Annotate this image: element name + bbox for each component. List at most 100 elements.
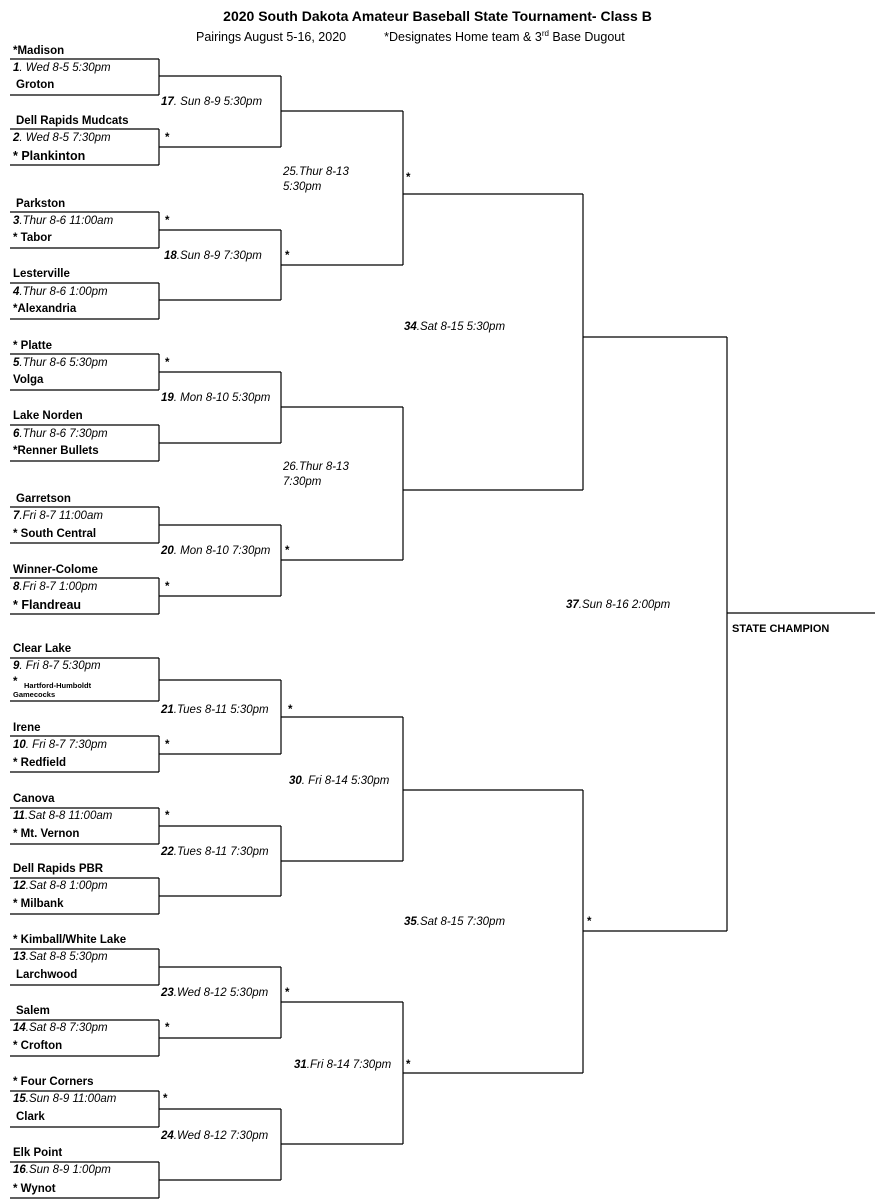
game-22-schedule: 22.Tues 8-11 7:30pm: [161, 846, 269, 858]
home-marker: *: [165, 215, 170, 227]
tournament-subtitle: Pairings August 5-16, 2020 *Designates Ho…: [196, 29, 625, 44]
game-25-time: 5:30pm: [283, 181, 322, 193]
team-slot: *Madison: [13, 45, 65, 57]
team-slot: * Platte: [13, 340, 52, 352]
team-slot: Dell Rapids Mudcats: [16, 115, 129, 127]
home-marker: *: [288, 704, 293, 716]
game-3-schedule: 3.Thur 8-6 11:00am: [13, 215, 114, 227]
home-marker: *: [163, 1093, 168, 1105]
game-6-schedule: 6.Thur 8-6 7:30pm: [13, 428, 108, 440]
home-team-note: *Designates Home team & 3rd Base Dugout: [384, 29, 625, 45]
game-2-schedule: 2. Wed 8-5 7:30pm: [13, 132, 111, 144]
game-30-lines: [281, 716, 404, 862]
game-17-schedule: 17. Sun 8-9 5:30pm: [161, 96, 263, 108]
team-slot: *Renner Bullets: [13, 445, 99, 457]
team-slot: Clark: [16, 1111, 45, 1123]
game-22-lines: [159, 825, 282, 897]
team-slot: Elk Point: [13, 1147, 63, 1159]
home-marker: *: [285, 545, 290, 557]
team-slot: * Kimball/White Lake: [13, 934, 127, 946]
home-marker: *: [165, 581, 170, 593]
team-slot: * Mt. Vernon: [13, 828, 80, 840]
home-marker: *: [285, 987, 290, 999]
game-30-schedule: 30. Fri 8-14 5:30pm: [289, 775, 390, 787]
game-34-schedule: 34.Sat 8-15 5:30pm: [404, 321, 506, 333]
game-17-lines: [159, 75, 282, 148]
team-slot: Larchwood: [16, 969, 78, 981]
team-slot: * Four Corners: [13, 1076, 94, 1088]
home-marker: *: [285, 250, 290, 262]
team-slot: Volga: [13, 374, 44, 386]
game-10-schedule: 10. Fri 8-7 7:30pm: [13, 739, 107, 751]
game-1-lines: [10, 58, 160, 96]
game-26-schedule: 26.Thur 8-13: [283, 461, 349, 473]
game-16-schedule: 16.Sun 8-9 1:00pm: [13, 1164, 111, 1176]
home-marker: *: [406, 172, 411, 184]
game-18-schedule: 18.Sun 8-9 7:30pm: [164, 250, 262, 262]
team-slot: Lesterville: [13, 268, 70, 280]
home-marker: *: [165, 132, 170, 144]
game-15-schedule: 15.Sun 8-9 11:00am: [13, 1093, 117, 1105]
home-marker: *: [165, 810, 170, 822]
pairings-dates: Pairings August 5-16, 2020: [196, 30, 347, 45]
game-14-schedule: 14.Sat 8-8 7:30pm: [13, 1022, 108, 1034]
game-37-lines: [583, 336, 728, 932]
team-slot: * Flandreau: [13, 598, 82, 612]
team-slot: *Alexandria: [13, 303, 77, 315]
home-marker: *: [165, 1022, 170, 1034]
game-26-time: 7:30pm: [283, 476, 322, 488]
game-20-lines: [159, 524, 282, 597]
game-23-schedule: 23.Wed 8-12 5:30pm: [161, 987, 269, 999]
team-slot: Lake Norden: [13, 410, 83, 422]
game-25-schedule: 25.Thur 8-13: [283, 166, 349, 178]
game-25-lines: [281, 110, 404, 266]
team-slot: * Plankinton: [13, 149, 86, 163]
game-19-schedule: 19. Mon 8-10 5:30pm: [161, 392, 271, 404]
game-11-schedule: 11.Sat 8-8 11:00am: [13, 810, 113, 822]
team-slot: Salem: [16, 1005, 50, 1017]
team-slot: * Wynot: [13, 1183, 56, 1195]
team-slot: Winner-Colome: [13, 564, 98, 576]
team-slot: Dell Rapids PBR: [13, 863, 104, 875]
game-13-schedule: 13.Sat 8-8 5:30pm: [13, 951, 108, 963]
team-slot-line-2: Gamecocks: [13, 690, 56, 699]
team-slot: * South Central: [13, 528, 97, 540]
game-4-lines: [10, 282, 160, 320]
team-slot: Hartford-Humboldt: [24, 681, 92, 690]
game-19-lines: [159, 371, 282, 444]
game-31-lines: [281, 1001, 404, 1145]
game-24-lines: [159, 1108, 282, 1181]
game-9-schedule: 9. Fri 8-7 5:30pm: [13, 660, 101, 672]
tournament-title: 2020 South Dakota Amateur Baseball State…: [223, 8, 652, 24]
team-slot: * Tabor: [13, 232, 52, 244]
game-23-lines: [159, 966, 282, 1039]
home-marker: *: [587, 916, 592, 928]
game-35-schedule: 35.Sat 8-15 7:30pm: [404, 916, 506, 928]
game-21-lines: [159, 679, 282, 755]
game-7-schedule: 7.Fri 8-7 11:00am: [13, 510, 103, 522]
game-26-lines: [281, 406, 404, 561]
game-31-schedule: 31.Fri 8-14 7:30pm: [294, 1059, 392, 1071]
team-slot: * Milbank: [13, 898, 64, 910]
state-champion-label: STATE CHAMPION: [732, 623, 830, 635]
home-marker: *: [165, 357, 170, 369]
game-1-schedule: 1. Wed 8-5 5:30pm: [13, 62, 111, 74]
team-slot-star: *: [13, 676, 18, 688]
game-34-lines: [403, 193, 584, 491]
team-slot: Groton: [16, 79, 55, 91]
game-18-lines: [159, 229, 282, 301]
team-slot: Irene: [13, 722, 41, 734]
team-slot: Clear Lake: [13, 643, 72, 655]
game-24-schedule: 24.Wed 8-12 7:30pm: [161, 1130, 269, 1142]
game-35-lines: [403, 789, 584, 1074]
team-slot: Garretson: [16, 493, 71, 505]
team-slot: * Crofton: [13, 1040, 63, 1052]
game-12-schedule: 12.Sat 8-8 1:00pm: [13, 880, 108, 892]
home-marker: *: [165, 739, 170, 751]
game-20-schedule: 20. Mon 8-10 7:30pm: [161, 545, 271, 557]
team-slot: Parkston: [16, 198, 66, 210]
home-marker: *: [406, 1059, 411, 1071]
team-slot: Canova: [13, 793, 55, 805]
game-5-schedule: 5.Thur 8-6 5:30pm: [13, 357, 108, 369]
